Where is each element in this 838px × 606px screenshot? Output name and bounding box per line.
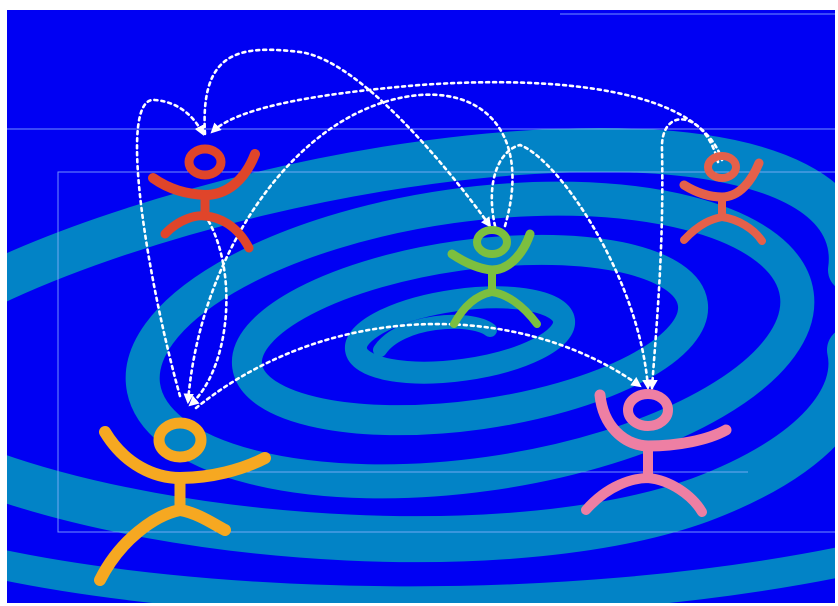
image-border-top [0,0,838,10]
image-border-left [0,0,7,606]
